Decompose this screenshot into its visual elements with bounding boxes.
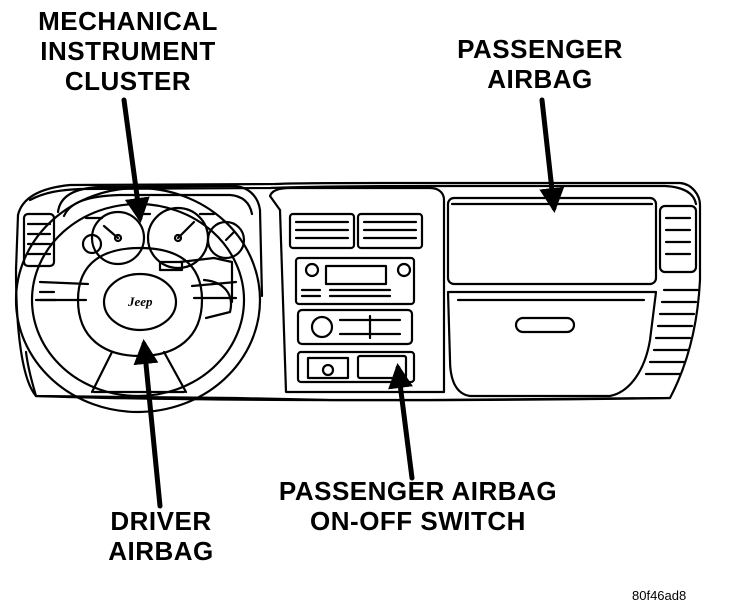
right-air-vent — [658, 204, 698, 274]
label-line: CLUSTER — [64, 66, 192, 96]
figure-code: 80f46ad8 — [632, 588, 687, 603]
glove-box — [446, 290, 658, 398]
cluster-hood — [56, 184, 264, 298]
center-vent-left — [288, 212, 356, 250]
passenger-airbag-label: PASSENGER AIRBAG — [440, 34, 640, 94]
tachometer-gauge — [90, 210, 146, 266]
cluster-leader-arrow — [121, 97, 150, 223]
driver-airbag-leader-arrow — [133, 339, 163, 509]
dashboard-top-rim — [28, 184, 698, 206]
label-line: INSTRUMENT — [40, 36, 216, 66]
passenger-airbag-door — [446, 196, 658, 286]
passenger-airbag-switch-label: PASSENGER AIRBAG ON-OFF SWITCH — [268, 476, 568, 536]
switch-panel — [296, 350, 416, 384]
climate-control-panel — [296, 308, 414, 346]
radio-unit — [294, 256, 416, 306]
label-line: ON-OFF SWITCH — [310, 506, 526, 536]
passenger-airbag-leader-arrow — [539, 97, 565, 213]
center-stack — [268, 186, 446, 394]
driver-airbag-cover — [76, 246, 204, 358]
label-line: AIRBAG — [487, 64, 593, 94]
mechanical-instrument-cluster-label: MECHANICAL INSTRUMENT CLUSTER — [28, 6, 228, 96]
jeep-logo-text: Jeep — [127, 294, 153, 309]
label-line: PASSENGER — [457, 34, 623, 64]
label-line: MECHANICAL — [38, 6, 218, 36]
switch-leader-arrow — [388, 363, 415, 481]
label-line: PASSENGER AIRBAG — [278, 476, 558, 506]
driver-airbag-label: DRIVER AIRBAG — [96, 506, 226, 566]
label-line: DRIVER — [110, 506, 212, 536]
dashboard-outline — [14, 181, 702, 402]
center-vent-right — [356, 212, 424, 250]
label-line: AIRBAG — [108, 536, 214, 566]
glove-box-handle — [514, 316, 576, 334]
